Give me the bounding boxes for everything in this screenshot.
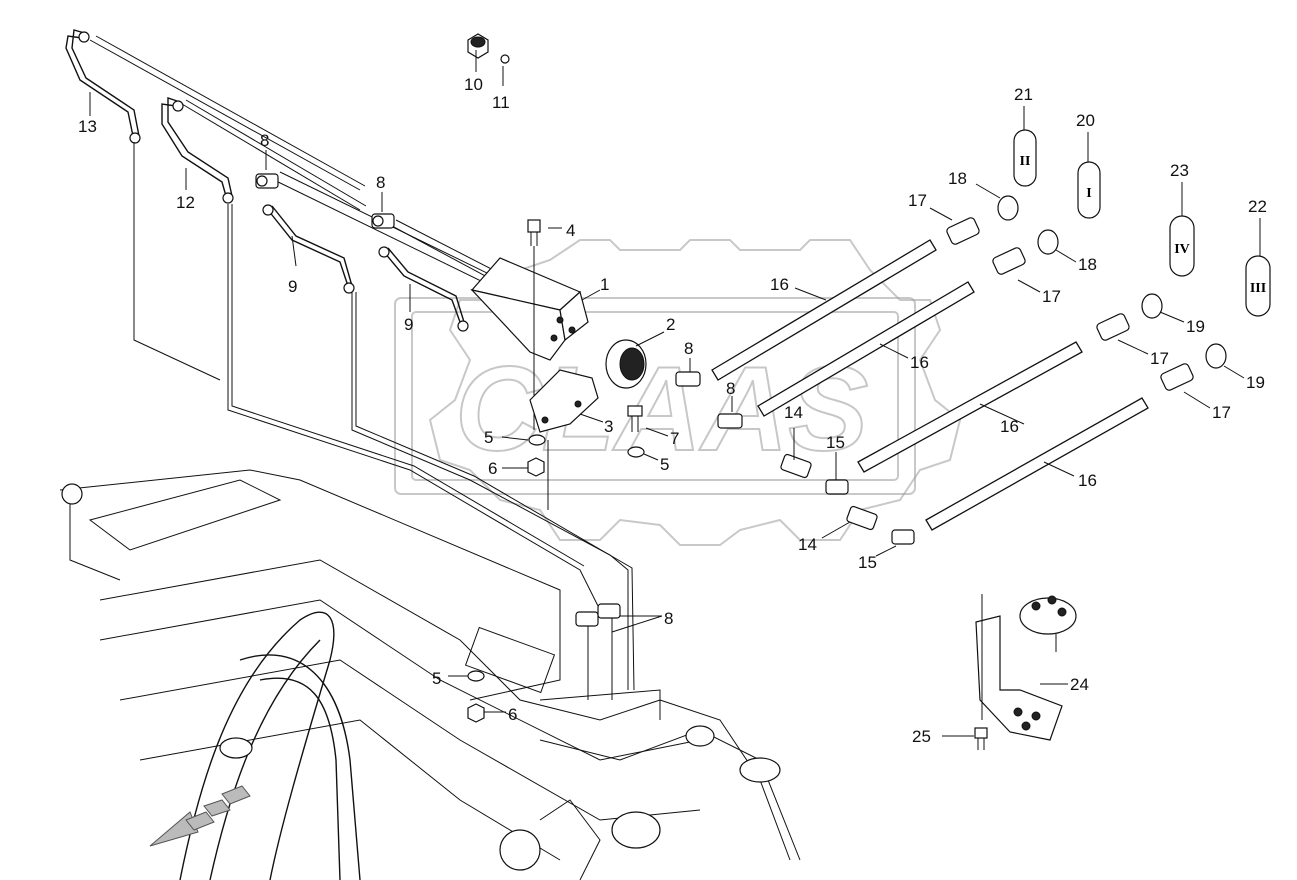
callout-17-b: 17 [1042,287,1061,306]
washer-5-b [627,446,645,458]
dust-cap-18-b [1037,229,1059,255]
callout-7: 7 [670,429,679,448]
dust-cap-18-a [997,195,1019,221]
callout-17-d: 17 [1212,403,1231,422]
elbow-fitting-8-a [255,173,279,189]
callout-24: 24 [1070,675,1089,694]
callout-9-b: 9 [404,315,413,334]
marker-tag-20: I [1077,161,1101,219]
nut-6-b [467,703,485,723]
coupler-17-b [992,247,1026,275]
callout-10: 10 [464,75,483,94]
callout-5-b: 5 [660,455,669,474]
coupler-17-a [946,217,980,245]
coupler-17-d [1160,363,1194,391]
bracket-24 [975,594,1063,741]
svg-text:III: III [1250,281,1266,296]
pipe-13 [65,29,141,144]
callout-6-b: 6 [508,705,517,724]
coupler-17-c [1096,313,1130,341]
svg-text:II: II [1020,154,1031,169]
coupling-block-detail [1019,595,1077,652]
marker-tag-22: III [1245,255,1271,317]
elbow-fitting-8-d [717,413,743,429]
washer-5-a [528,434,546,446]
adapter-14-a [780,453,812,479]
callout-17-c: 17 [1150,349,1169,368]
dust-cap-19-b [1205,343,1227,369]
callout-6-a: 6 [488,459,497,478]
elbow-15-a [825,479,849,495]
leader-lines [89,50,1261,737]
callout-20: 20 [1076,111,1095,130]
bolt-25 [974,727,988,750]
callout-5-c: 5 [432,669,441,688]
plug-11 [500,54,510,64]
hose-16-d [925,397,1149,531]
callout-19-a: 19 [1186,317,1205,336]
elbow-15-b [891,529,915,545]
callout-labels: 1 2 3 4 5 5 5 6 6 7 8 8 8 8 8 9 9 10 11 … [78,75,1267,746]
callout-19-b: 19 [1246,373,1265,392]
bracket-1 [470,257,589,361]
callout-16-c: 16 [1000,417,1019,436]
callout-3: 3 [604,417,613,436]
callout-14-b: 14 [798,535,817,554]
pipe-12 [161,97,234,204]
callout-23: 23 [1170,161,1189,180]
machine-frame [59,469,801,880]
hose-16-c [857,341,1083,473]
mounting-plate-3 [529,369,599,433]
callout-8-d: 8 [726,379,735,398]
cap-nut-10 [467,33,489,59]
pipe-9-left [262,204,355,294]
callout-13: 13 [78,117,97,136]
hose-16-a [711,239,937,381]
hose-16-b [757,281,975,417]
dust-cap-19-a [1141,293,1163,319]
callout-12: 12 [176,193,195,212]
adapter-14-b [846,505,878,531]
watermark-gear: CLAAS [394,239,962,546]
callout-16-d: 16 [1078,471,1097,490]
callout-4: 4 [566,221,575,240]
direction-arrow-icon [149,785,251,847]
callout-16-a: 16 [770,275,789,294]
callout-5-a: 5 [484,428,493,447]
watermark-text: CLAAS [455,342,868,476]
callout-17-a: 17 [908,191,927,210]
callout-8-a: 8 [260,131,269,150]
svg-text:I: I [1086,186,1091,201]
marker-tag-21: II [1013,129,1037,187]
callout-8-e: 8 [664,609,673,628]
callout-14-a: 14 [784,403,803,422]
callout-8-b: 8 [376,173,385,192]
callout-18-a: 18 [948,169,967,188]
coupling-block-2 [605,339,647,389]
callout-9-a: 9 [288,277,297,296]
callout-16-b: 16 [910,353,929,372]
callout-2: 2 [666,315,675,334]
callout-18-b: 18 [1078,255,1097,274]
elbow-fitting-8-b [371,213,395,229]
marker-tag-23: IV [1169,215,1195,277]
callout-11: 11 [492,93,510,112]
bolt-7 [627,405,643,432]
callout-15-b: 15 [858,553,877,572]
callout-1: 1 [600,275,609,294]
nut-6-a [527,457,545,477]
callout-8-c: 8 [684,339,693,358]
washer-5-c [467,670,485,682]
callout-15-a: 15 [826,433,845,452]
callout-21: 21 [1014,85,1033,104]
callout-22: 22 [1248,197,1267,216]
svg-text:IV: IV [1174,242,1190,257]
elbow-fitting-8-c [675,371,701,387]
callout-25: 25 [912,727,931,746]
elbow-fitting-8-e [575,603,621,700]
pipe-9-right [378,246,469,332]
